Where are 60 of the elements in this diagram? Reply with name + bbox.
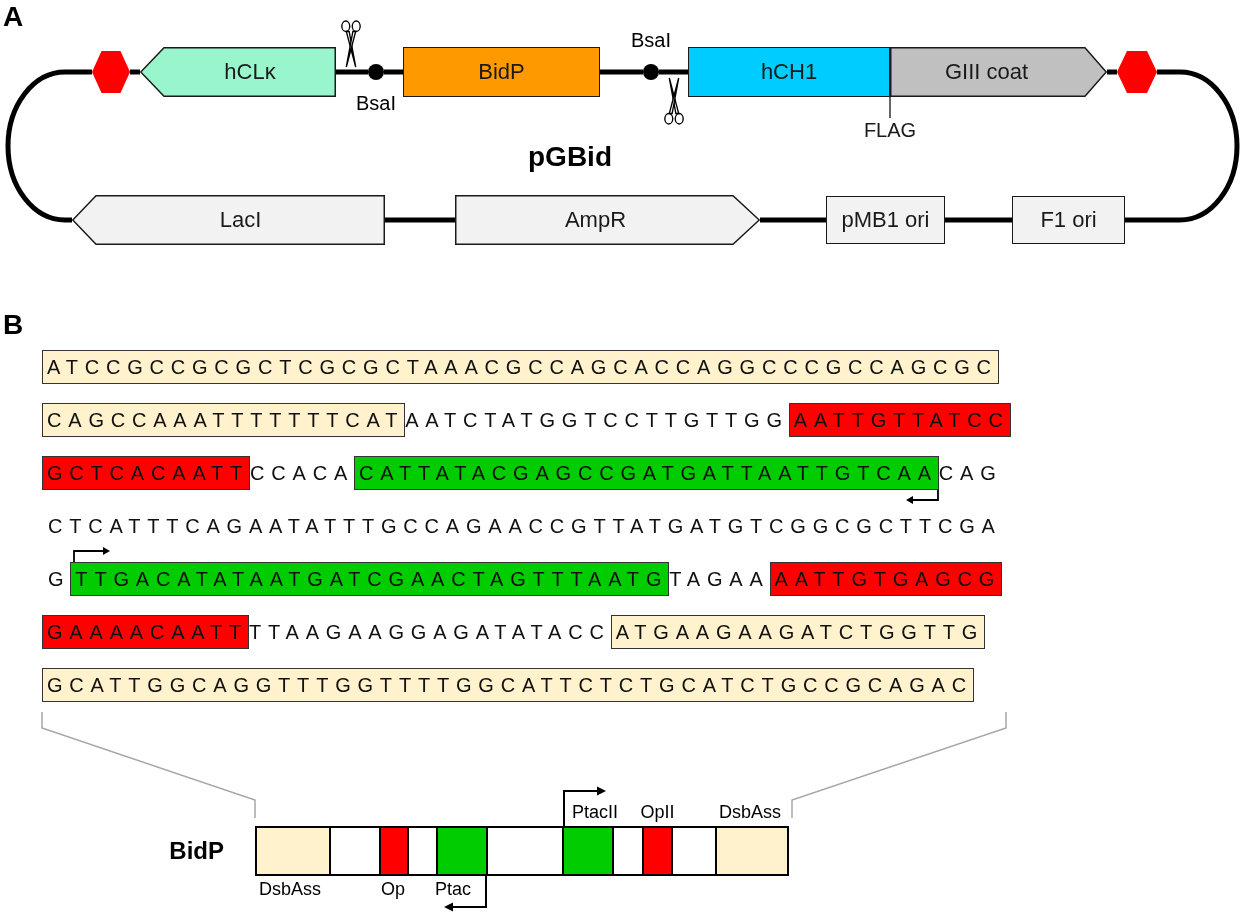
dna-sequence: AATTGTTATCC <box>793 408 1010 433</box>
dna-sequence: TAGAA <box>669 567 770 592</box>
dna-sequence: CAG <box>938 461 1003 486</box>
dna-sequence: CAGCCAAATTTTTTTCAT <box>47 408 405 433</box>
backbone-line <box>385 217 455 223</box>
dna-sequence: CCACA <box>250 461 355 486</box>
gene-block <box>826 196 945 244</box>
hexagon-marker <box>92 51 130 93</box>
gene-name: hCH1 <box>760 59 818 85</box>
region-label: PtacII <box>572 801 619 823</box>
dna-sequence: TTAAGAAGGAGATATACC <box>249 620 611 645</box>
backbone-line <box>336 69 368 75</box>
site-label: BsaI <box>356 91 396 115</box>
backbone-line <box>5 69 92 223</box>
gene-block <box>403 47 600 97</box>
backbone-line <box>945 217 1012 223</box>
gene-pentagon <box>890 47 1107 97</box>
backbone-line <box>659 69 688 75</box>
region-label: DsbAss <box>719 801 781 823</box>
dna-sequence: CTCATTTCAGAATATTTGCCAGAACCGTTATGATGTCGGCGCTTCGA <box>48 514 1002 539</box>
dna-sequence: TTGACATATAATGATCGAACTAGTTTAATG <box>75 567 669 592</box>
gene-name: LacI <box>219 207 262 233</box>
hexagon-marker <box>1117 51 1157 93</box>
dna-sequence: CATTATACGAGCCGATGATTAATTGTCAA <box>359 461 938 486</box>
gene-block <box>1012 196 1125 244</box>
gene-name: BidP <box>478 59 525 85</box>
backbone-line <box>600 69 643 75</box>
gene-name: GIII coat <box>944 59 1029 85</box>
dna-sequence: AATCTATGGTCCTTGTTGG <box>405 408 789 433</box>
dna-sequence: GCTCACAATT <box>47 461 250 486</box>
dna-sequence: GCATTGGCAGGTTTGGTTTTGGCATTCTCTGCATCTGCCGCAGAC <box>47 673 973 698</box>
bar-label: BidP <box>169 836 224 866</box>
gene-block <box>688 47 890 97</box>
backbone-line <box>1107 69 1117 75</box>
dna-sequence: ATGAAGAAGATCTGGTTG <box>615 620 985 645</box>
gene-name: hCLκ <box>224 59 276 85</box>
dna-sequence: ATCCGCCGCGCTCGCGCTAAACGCCAGCACCAGGCCCGCCAGCGC <box>47 355 998 380</box>
site-label: BsaI <box>631 28 671 52</box>
panel-letter: A <box>3 0 24 34</box>
backbone-line <box>384 69 403 75</box>
gene-name: AmpR <box>564 207 627 233</box>
panel-letter: B <box>3 308 24 342</box>
gene-pentagon <box>72 195 385 245</box>
gene-name: F1 ori <box>1040 207 1097 233</box>
gene-name: pMB1 ori <box>841 207 930 233</box>
region-label: Ptac <box>435 878 472 900</box>
dna-sequence: GAAAACAATT <box>47 620 248 645</box>
dna-sequence: G <box>48 567 71 592</box>
region-label: OpII <box>640 801 675 823</box>
flag-label: FLAG <box>863 118 917 142</box>
backbone-line <box>1125 69 1240 223</box>
region-label: Op <box>381 878 405 900</box>
gene-pentagon <box>455 195 760 245</box>
backbone-line <box>130 69 140 75</box>
dna-sequence: AATTGTGAGCG <box>774 567 1002 592</box>
plasmid-name: pGBid <box>528 140 612 174</box>
backbone-line <box>760 217 826 223</box>
leader-line <box>889 96 891 119</box>
gene-pentagon <box>140 47 336 97</box>
region-label: DsbAss <box>259 878 321 900</box>
